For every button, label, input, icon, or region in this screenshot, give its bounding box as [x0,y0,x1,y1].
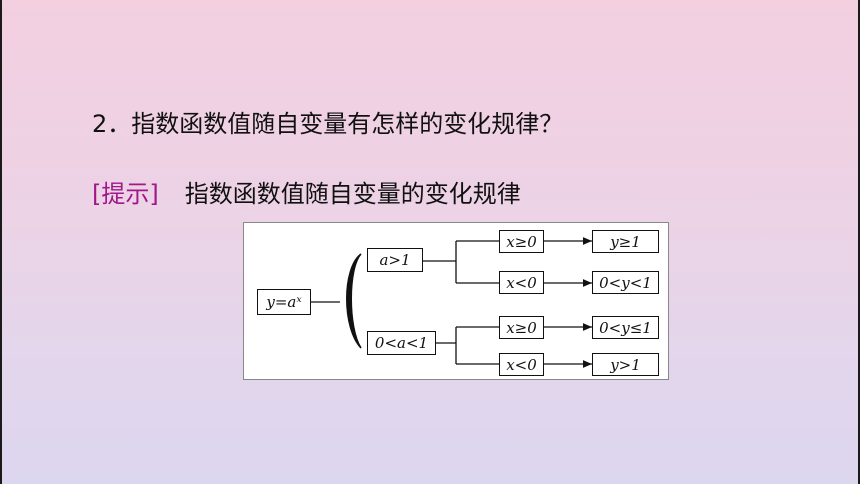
case1-x-neg-node: x<0 [499,271,544,294]
big-brace [346,253,362,349]
diagram-connectors [311,237,592,368]
case1-x-nonneg-node: x≥0 [499,230,544,253]
case2-result-neg-node: y>1 [592,353,659,376]
case1-node: a>1 [367,248,423,272]
case2-result-nonneg-node: 0<y≤1 [592,316,659,339]
hint-text: 指数函数值随自变量的变化规律 [184,180,521,208]
question-text: 2．指数函数值随自变量有怎样的变化规律？ [92,110,564,138]
hint-tag: [提示] [92,180,159,208]
case2-node: 0<a<1 [367,331,436,355]
hint-row: [提示] 指数函数值随自变量的变化规律 [92,174,521,209]
case1-result-nonneg-node: y≥1 [592,230,659,253]
exponential-function-diagram: y=aˣ a>1 0<a<1 x≥0 x<0 x≥0 x<0 y≥1 0<y<1… [243,222,669,380]
case2-x-neg-node: x<0 [499,353,544,376]
root-node: y=aˣ [257,289,311,315]
case2-x-nonneg-node: x≥0 [499,316,544,339]
case1-result-neg-node: 0<y<1 [592,271,659,294]
